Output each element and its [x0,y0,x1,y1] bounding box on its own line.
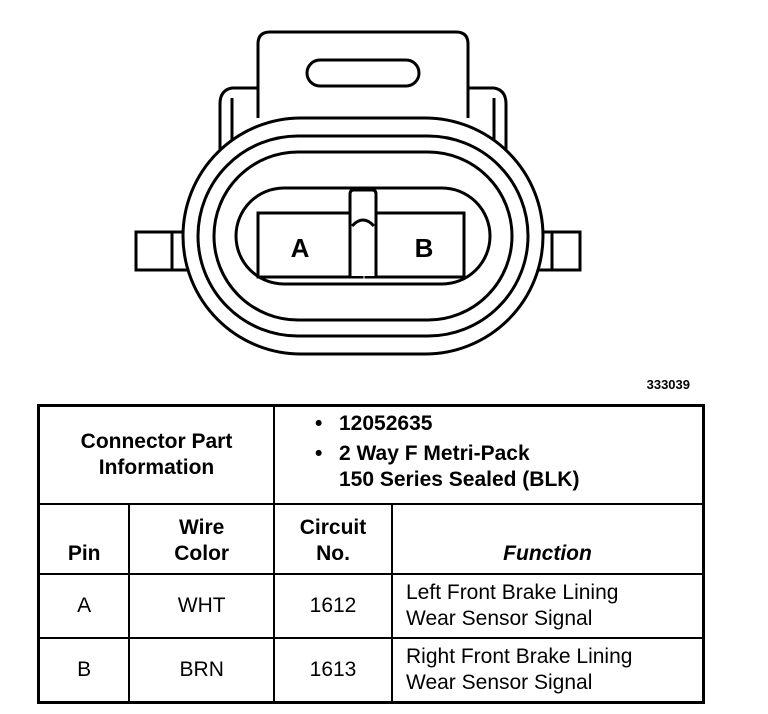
table-row: A WHT 1612 Left Front Brake Lining Wear … [37,573,705,639]
center-key [348,188,378,276]
connector-cavity [234,186,492,286]
side-ear-right [538,230,582,272]
connector-info-table: Connector Part Information 12052635 2 Wa… [37,404,705,704]
circuit-cell: 1613 [273,637,393,704]
side-ear-left [134,230,188,272]
connector-info-row: Connector Part Information 12052635 2 Wa… [37,404,705,505]
pin-cell: B [37,637,131,704]
connector-face-diagram: A B [134,30,582,356]
circuit-cell: 1612 [273,573,393,639]
part-description: 2 Way F Metri-Pack 150 Series Sealed (BL… [315,441,702,493]
latch-tab [256,30,470,118]
header-function: Function [391,503,705,575]
wire-color-cell: WHT [128,573,275,639]
connector-body-ring-inner [212,150,514,322]
part-number: 12052635 [315,411,702,437]
latch-lug-right [468,86,508,170]
latch-lug-left [218,86,258,170]
figure-id: 333039 [646,377,690,392]
table-row: B BRN 1613 Right Front Brake Lining Wear… [37,637,705,704]
latch-slot [305,58,421,88]
header-pin: Pin [37,503,131,575]
header-wire-color: Wire Color [128,503,275,575]
header-circuit-no: Circuit No. [273,503,393,575]
connector-body-ring [196,134,530,338]
pin-cell: A [37,573,131,639]
function-cell: Right Front Brake Lining Wear Sensor Sig… [391,637,705,704]
wire-color-cell: BRN [128,637,275,704]
pin-label-b: B [415,233,434,263]
connector-part-label: Connector Part Information [37,404,275,505]
pin-label-a: A [291,233,310,263]
connector-part-details: 12052635 2 Way F Metri-Pack 150 Series S… [273,404,705,505]
function-cell: Left Front Brake Lining Wear Sensor Sign… [391,573,705,639]
column-header-row: Pin Wire Color Circuit No. Function [37,503,705,575]
